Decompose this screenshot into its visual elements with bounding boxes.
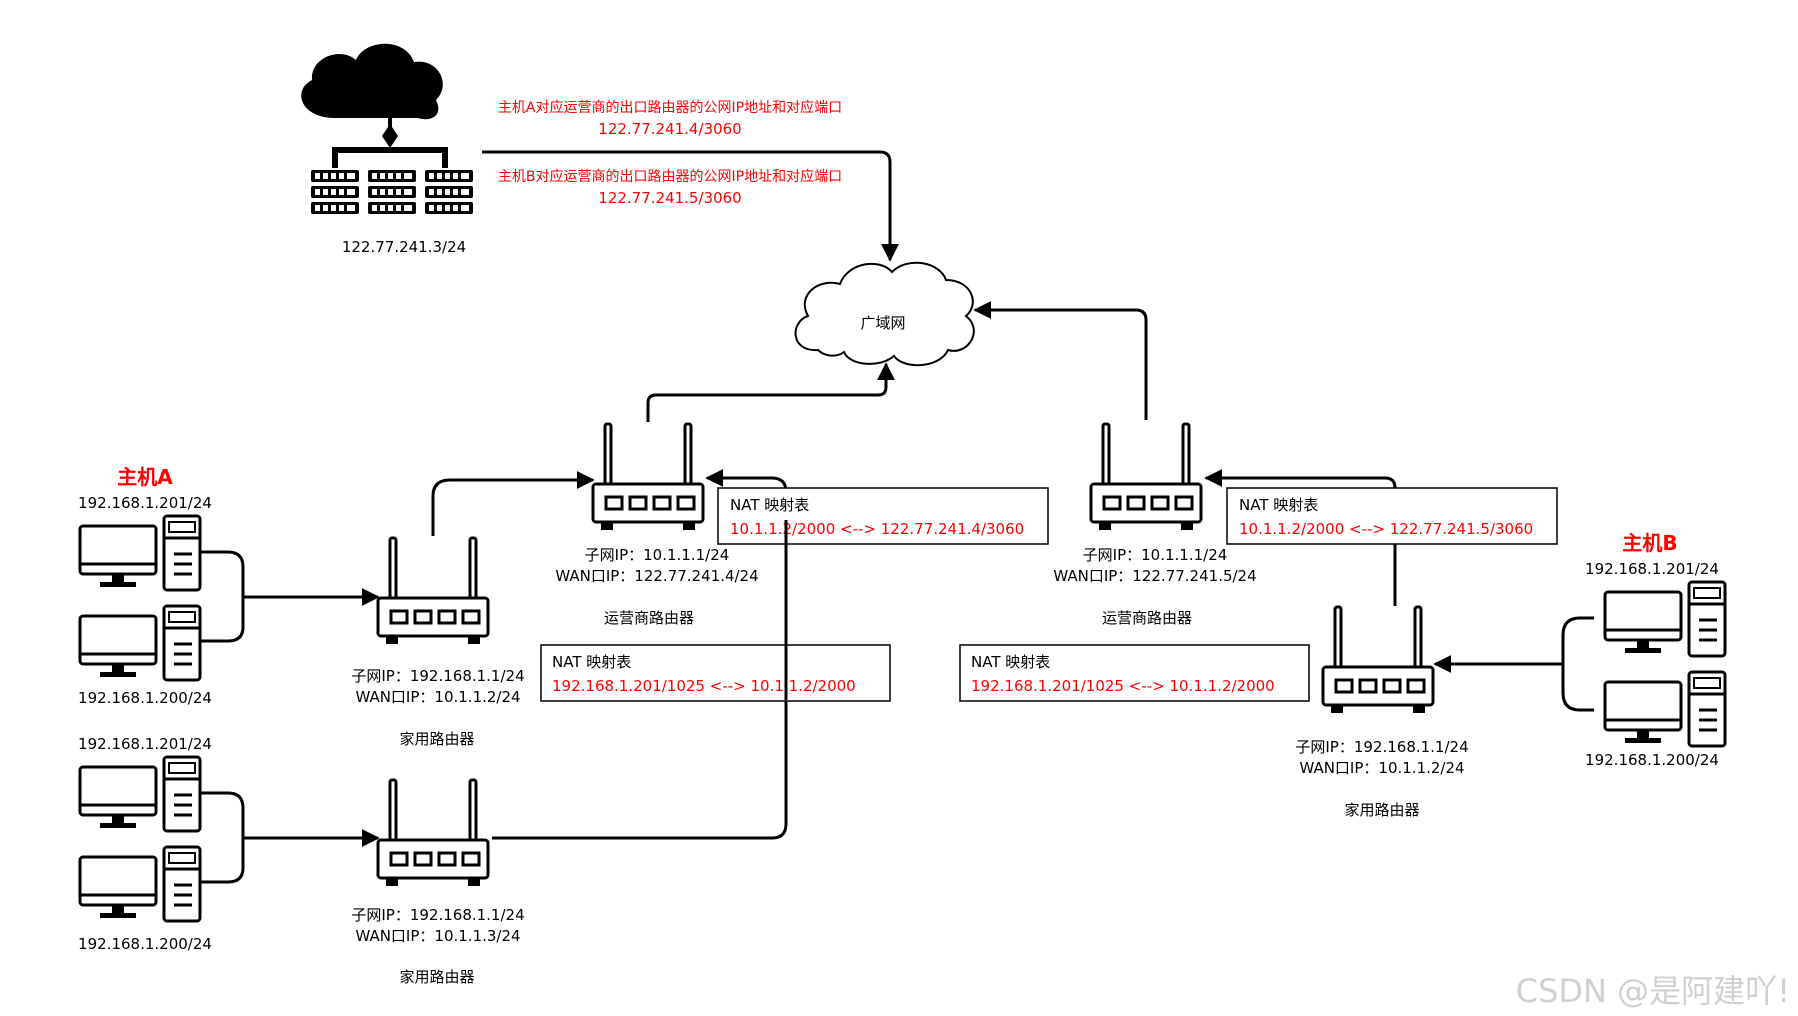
pc-200-icon — [78, 845, 202, 923]
nat-table-isp-left: NAT 映射表 10.1.1.2/2000 <--> 122.77.241.4/… — [717, 487, 1049, 545]
home-router-1-icon — [376, 536, 490, 646]
host-b-pc-201-icon — [1603, 580, 1727, 658]
isp-right-to-wan-link — [973, 301, 1148, 420]
home-1-router-name: 家用路由器 — [399, 730, 474, 748]
home-1-to-isp-left-link — [431, 471, 595, 536]
group-2-to-home-2-link — [200, 791, 245, 884]
home-router-right-icon — [1321, 605, 1435, 715]
host-b-public-note-title: 主机B对应运营商的出口路由器的公网IP地址和对应端口 — [498, 168, 842, 185]
connections — [200, 150, 1594, 884]
wan-cloud-icon — [794, 261, 975, 367]
home-right-subnet-ip: 子网IP：192.168.1.1/24 — [1295, 738, 1468, 756]
nat-table-isp-right: NAT 映射表 10.1.1.2/2000 <--> 122.77.241.5/… — [1226, 487, 1558, 545]
host-b-ip-top: 192.168.1.201/24 — [1585, 560, 1719, 578]
nat-table-title: NAT 映射表 — [1239, 496, 1318, 514]
home-2-router-name: 家用路由器 — [399, 968, 474, 986]
home-2-wan-ip: WAN口IP：10.1.1.3/24 — [355, 927, 520, 945]
group-2-ip-top: 192.168.1.201/24 — [78, 735, 212, 753]
server-to-wan-link — [482, 150, 899, 262]
home-2-subnet-ip: 子网IP：192.168.1.1/24 — [351, 906, 524, 924]
host-a-public-note-value: 122.77.241.4/3060 — [598, 120, 741, 138]
isp-left-to-wan-link — [646, 362, 895, 422]
host-a-pc-200-icon — [78, 604, 202, 682]
nat-table-row: 192.168.1.201/1025 <--> 10.1.1.2/2000 — [971, 677, 1275, 695]
host-a-title: 主机A — [117, 465, 173, 489]
host-a-public-note-title: 主机A对应运营商的出口路由器的公网IP地址和对应端口 — [498, 99, 842, 116]
home-right-wan-ip: WAN口IP：10.1.1.2/24 — [1299, 759, 1464, 777]
home-router-2-icon — [376, 778, 490, 888]
nat-table-home-right: NAT 映射表 192.168.1.201/1025 <--> 10.1.1.2… — [959, 644, 1310, 702]
host-b-ip-bottom: 192.168.1.200/24 — [1585, 751, 1719, 769]
nat-table-row: 10.1.1.2/2000 <--> 122.77.241.5/3060 — [1239, 520, 1533, 538]
home-right-router-name: 家用路由器 — [1344, 801, 1419, 819]
cloud-server-icon — [301, 43, 473, 214]
isp-right-wan-ip: WAN口IP：122.77.241.5/24 — [1053, 567, 1256, 585]
home-1-wan-ip: WAN口IP：10.1.1.2/24 — [355, 688, 520, 706]
nat-table-title: NAT 映射表 — [971, 653, 1050, 671]
group-2-ip-bottom: 192.168.1.200/24 — [78, 935, 212, 953]
host-a-ip-top: 192.168.1.201/24 — [78, 494, 212, 512]
host-b-pc-200-icon — [1603, 670, 1727, 748]
isp-right-router-name: 运营商路由器 — [1102, 609, 1192, 627]
isp-left-router-name: 运营商路由器 — [604, 609, 694, 627]
isp-right-subnet-ip: 子网IP：10.1.1.1/24 — [1083, 546, 1228, 564]
isp-left-subnet-ip: 子网IP：10.1.1.1/24 — [585, 546, 730, 564]
nat-table-title: NAT 映射表 — [730, 496, 809, 514]
group-a-to-home-1-link — [200, 550, 245, 643]
host-a-ip-bottom: 192.168.1.200/24 — [78, 689, 212, 707]
nat-table-home-left: NAT 映射表 192.168.1.201/1025 <--> 10.1.1.2… — [540, 644, 891, 702]
nat-table-title: NAT 映射表 — [552, 653, 631, 671]
isp-router-left-icon — [591, 422, 705, 532]
host-b-public-note-value: 122.77.241.5/3060 — [598, 189, 741, 207]
isp-left-wan-ip: WAN口IP：122.77.241.4/24 — [555, 567, 758, 585]
host-b-title: 主机B — [1622, 531, 1677, 555]
host-a-pc-201-icon — [78, 514, 202, 592]
isp-router-right-icon — [1089, 422, 1203, 532]
wan-label: 广域网 — [860, 314, 905, 332]
home-1-subnet-ip: 子网IP：192.168.1.1/24 — [351, 667, 524, 685]
nat-table-row: 192.168.1.201/1025 <--> 10.1.1.2/2000 — [552, 677, 856, 695]
watermark: CSDN @是阿建吖! — [1516, 972, 1790, 1010]
group-b-to-home-right-link — [1561, 616, 1594, 712]
server-ip: 122.77.241.3/24 — [342, 238, 466, 256]
nat-table-row: 10.1.1.2/2000 <--> 122.77.241.4/3060 — [730, 520, 1024, 538]
pc-201-icon — [78, 755, 202, 833]
